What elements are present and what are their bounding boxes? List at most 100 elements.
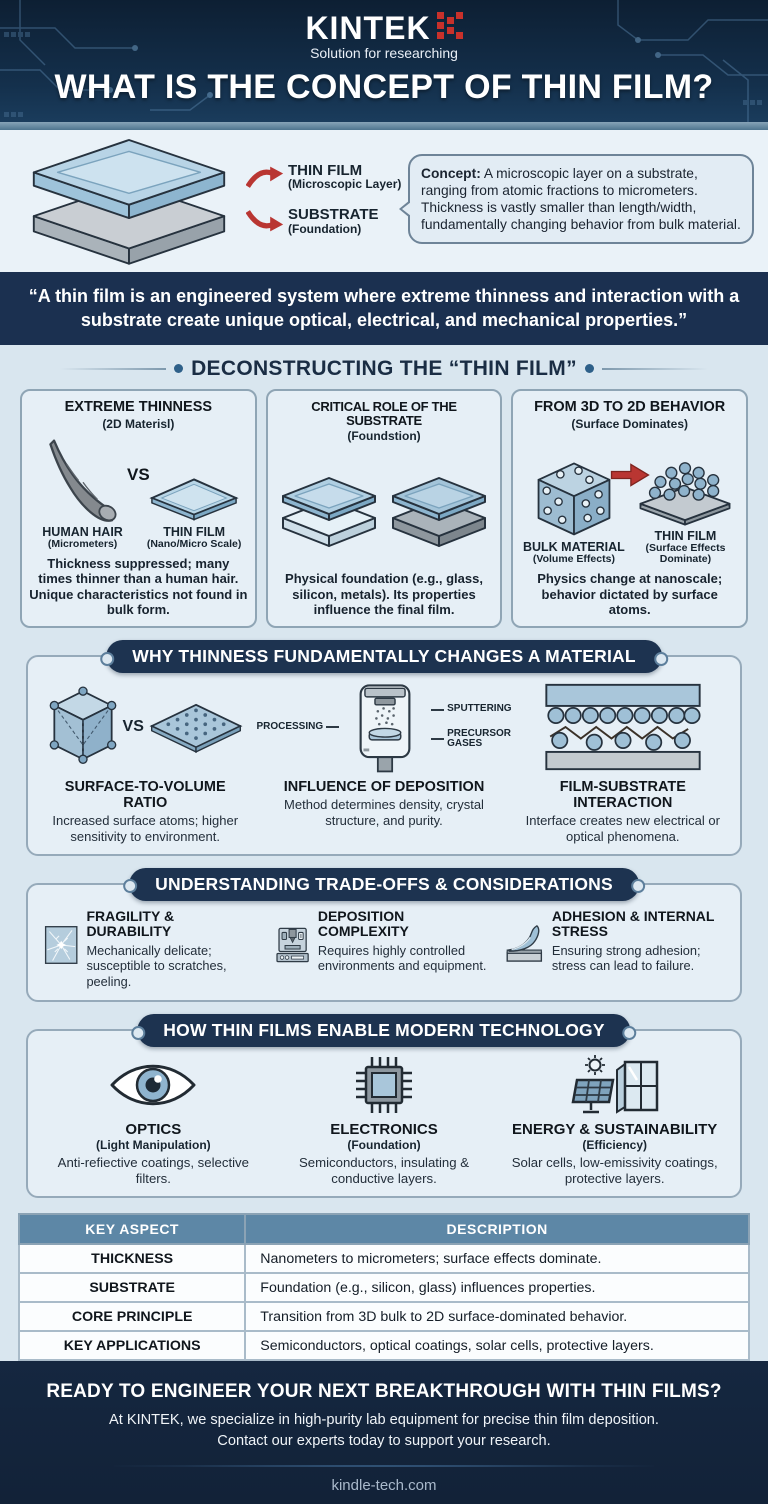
enable-tech-section: HOW THIN FILMS ENABLE MODERN TECHNOLOGY … (26, 1014, 742, 1199)
eye-icon (110, 1065, 196, 1106)
heading-dot-left (174, 364, 184, 374)
substrate-label: SUBSTRATE (288, 206, 379, 223)
footer-line1: At KINTEK, we specialize in high-purity … (109, 1412, 659, 1429)
card-subtitle: (Foundstion) (347, 429, 421, 444)
thin-film-sheet-icon (149, 477, 239, 521)
heading-dot-right (584, 364, 594, 374)
deposition-complexity-item: DEPOSITION COMPLEXITY Requires highly co… (269, 907, 500, 991)
hair-label: HUMAN HAIR (42, 524, 123, 539)
item-description: Anti-refiective coatings, selective filt… (57, 1155, 249, 1187)
bulk-material-cube-icon (537, 462, 611, 536)
header-divider-strip (0, 122, 768, 130)
chamber-right-labels: SPUTTERING PRECURSOR GASES (431, 704, 512, 750)
item-title: SURFACE-TO-VOLUME RATIO (64, 779, 226, 812)
quote-band: “A thin film is an engineered system whe… (0, 272, 768, 345)
page-title: WHAT IS THE CONCEPT OF THIN FILM? (54, 68, 714, 106)
bulk-label: BULK MATERIAL (522, 540, 625, 555)
thin-film-column: THIN FILM (Nano/Micro Scale) (141, 437, 248, 550)
key-aspect-table: KEY ASPECT DESCRIPTION THICKNESS Nanomet… (17, 1213, 750, 1362)
thin-film-sublabel: (Microscopic Layer) (288, 177, 402, 192)
aspect-cell: SUBSTRATE (17, 1272, 247, 1304)
bulk-material-column: BULK MATERIAL (Volume Effects) (520, 437, 627, 566)
film-label: THIN FILM (654, 529, 717, 544)
table-row: THICKNESS Nanometers to micrometers; sur… (17, 1243, 750, 1275)
chip-icon (356, 1057, 412, 1114)
fragility-item: FRAGILITY & DURABILITY Mechanically deli… (38, 907, 269, 991)
item-description: Mechanically delicate; susceptible to sc… (86, 943, 227, 989)
film-sublabel: (Surface Effects Dominate) (645, 542, 726, 566)
table-row: KEY APPLICATIONS Semiconductors, optical… (17, 1330, 750, 1362)
tradeoffs-section: UNDERSTANDING TRADE-OFFS & CONSIDERATION… (26, 867, 742, 1003)
footer-divider (114, 1465, 654, 1468)
deposition-chamber-illustration: PROCESSING (256, 679, 512, 775)
card-subtitle: (Surface Dominates) (571, 416, 689, 431)
circuit-pattern-left (0, 0, 213, 117)
card-description: Physical foundation (e.g., glass, silico… (285, 571, 483, 618)
item-title: ADHESION & INTERNAL STRESS (551, 907, 715, 940)
aspect-cell: THICKNESS (17, 1243, 247, 1275)
callout-line (431, 738, 445, 741)
footer-line2: Contact our experts today to support you… (217, 1432, 551, 1449)
processing-label: PROCESSING (256, 720, 324, 732)
human-hair-column: HUMAN HAIR (Micrometers) (29, 437, 136, 550)
cracked-glass-icon (44, 925, 78, 964)
header: KINTEK Solution for researching WHAT IS … (0, 0, 768, 122)
film-substrate-interface-icon (545, 683, 701, 771)
footer-cta-heading: READY TO ENGINEER YOUR NEXT BREAKTHROUGH… (46, 1381, 722, 1403)
why-thinness-pill-title: WHY THINNESS FUNDAMENTALLY CHANGES A MAT… (100, 640, 668, 674)
deconstruct-cards: EXTREME THINNESS (2D Materisl) HUMAN HAI… (20, 388, 749, 629)
item-description: Method determines density, crystal struc… (284, 797, 484, 828)
substrate-examples-row (275, 453, 494, 565)
item-title: ELECTRONICS (330, 1121, 438, 1139)
deconstruct-heading: DECONSTRUCTING THE “THIN FILM” (60, 357, 708, 381)
energy-illustration (567, 1053, 663, 1117)
card-title: EXTREME THINNESS (64, 398, 213, 415)
aspect-cell: CORE PRINCIPLE (17, 1301, 247, 1333)
footer-text: At KINTEK, we specialize in high-purity … (24, 1410, 744, 1451)
concept-bubble-label: Concept: (421, 165, 481, 181)
bulk-sublabel: (Volume Effects) (532, 553, 615, 566)
item-description: Interface creates new electrical or opti… (525, 813, 720, 844)
item-title: INFLUENCE OF DEPOSITION (283, 779, 485, 796)
table-row: SUBSTRATE Foundation (e.g., silicon, gla… (17, 1272, 750, 1304)
item-subtitle: (Efficiency) (582, 1138, 648, 1153)
optics-item: OPTICS (Light Manipulation) Anti-refiect… (38, 1053, 269, 1187)
card-subtitle: (2D Materisl) (102, 416, 175, 431)
footer-website: kindle-tech.com (331, 1477, 437, 1495)
item-description: Requires highly controlled environments … (317, 943, 487, 974)
description-cell: Transition from 3D bulk to 2D surface-do… (244, 1301, 750, 1333)
glass-substrate-stack-icon (282, 477, 377, 548)
card-3d-to-2d: FROM 3D TO 2D BEHAVIOR (Surface Dominate… (511, 388, 749, 629)
film-sublabel: (Nano/Micro Scale) (146, 537, 242, 550)
circuit-pattern-right (617, 0, 768, 122)
deposition-chamber-icon (359, 684, 411, 773)
description-cell: Foundation (e.g., silicon, glass) influe… (244, 1272, 750, 1304)
interface-illustration (535, 679, 711, 775)
item-description: Ensuring strong adhesion; stress can lea… (551, 943, 701, 974)
footer: READY TO ENGINEER YOUR NEXT BREAKTHROUGH… (0, 1361, 768, 1504)
item-description: Semiconductors, insulating & conductive … (298, 1155, 470, 1187)
thin-film-callout: THIN FILM (Microscopic Layer) (246, 162, 404, 192)
vs-text: VS (126, 464, 150, 484)
item-description: Increased surface atoms; higher sensitiv… (52, 813, 239, 844)
dotted-sheet-icon (149, 703, 243, 754)
tradeoffs-row: FRAGILITY & DURABILITY Mechanically deli… (38, 907, 730, 991)
card-title: CRITICAL ROLE OF THE SUBSTRATE (311, 398, 457, 428)
item-subtitle: (Light Manipulation) (96, 1138, 211, 1153)
card-extreme-thinness: EXTREME THINNESS (2D Materisl) HUMAN HAI… (20, 388, 257, 629)
thin-film-atoms-column: THIN FILM (Surface Effects Dominate) (632, 437, 739, 566)
description-cell: Semiconductors, optical coatings, solar … (244, 1330, 750, 1362)
brand-tagline: Solution for researching (310, 45, 458, 61)
callout-line (431, 708, 445, 711)
item-subtitle: (Foundation) (347, 1138, 421, 1153)
kintek-logo-icon (436, 12, 463, 39)
adhesion-stress-item: ADHESION & INTERNAL STRESS Ensuring stro… (499, 907, 730, 991)
item-description: Solar cells, low-emissivity coatings, pr… (511, 1155, 718, 1187)
film-substrate-item: FILM-SUBSTRATE INTERACTION Interface cre… (516, 679, 730, 845)
description-cell: Nanometers to micrometers; surface effec… (244, 1243, 750, 1275)
energy-item: ENERGY & SUSTAINABILITY (Efficiency) Sol… (499, 1053, 730, 1187)
table-row: CORE PRINCIPLE Transition from 3D bulk t… (17, 1301, 750, 1333)
deposition-item: PROCESSING (252, 679, 515, 845)
callout-line (326, 726, 340, 729)
item-title: OPTICS (125, 1121, 182, 1139)
